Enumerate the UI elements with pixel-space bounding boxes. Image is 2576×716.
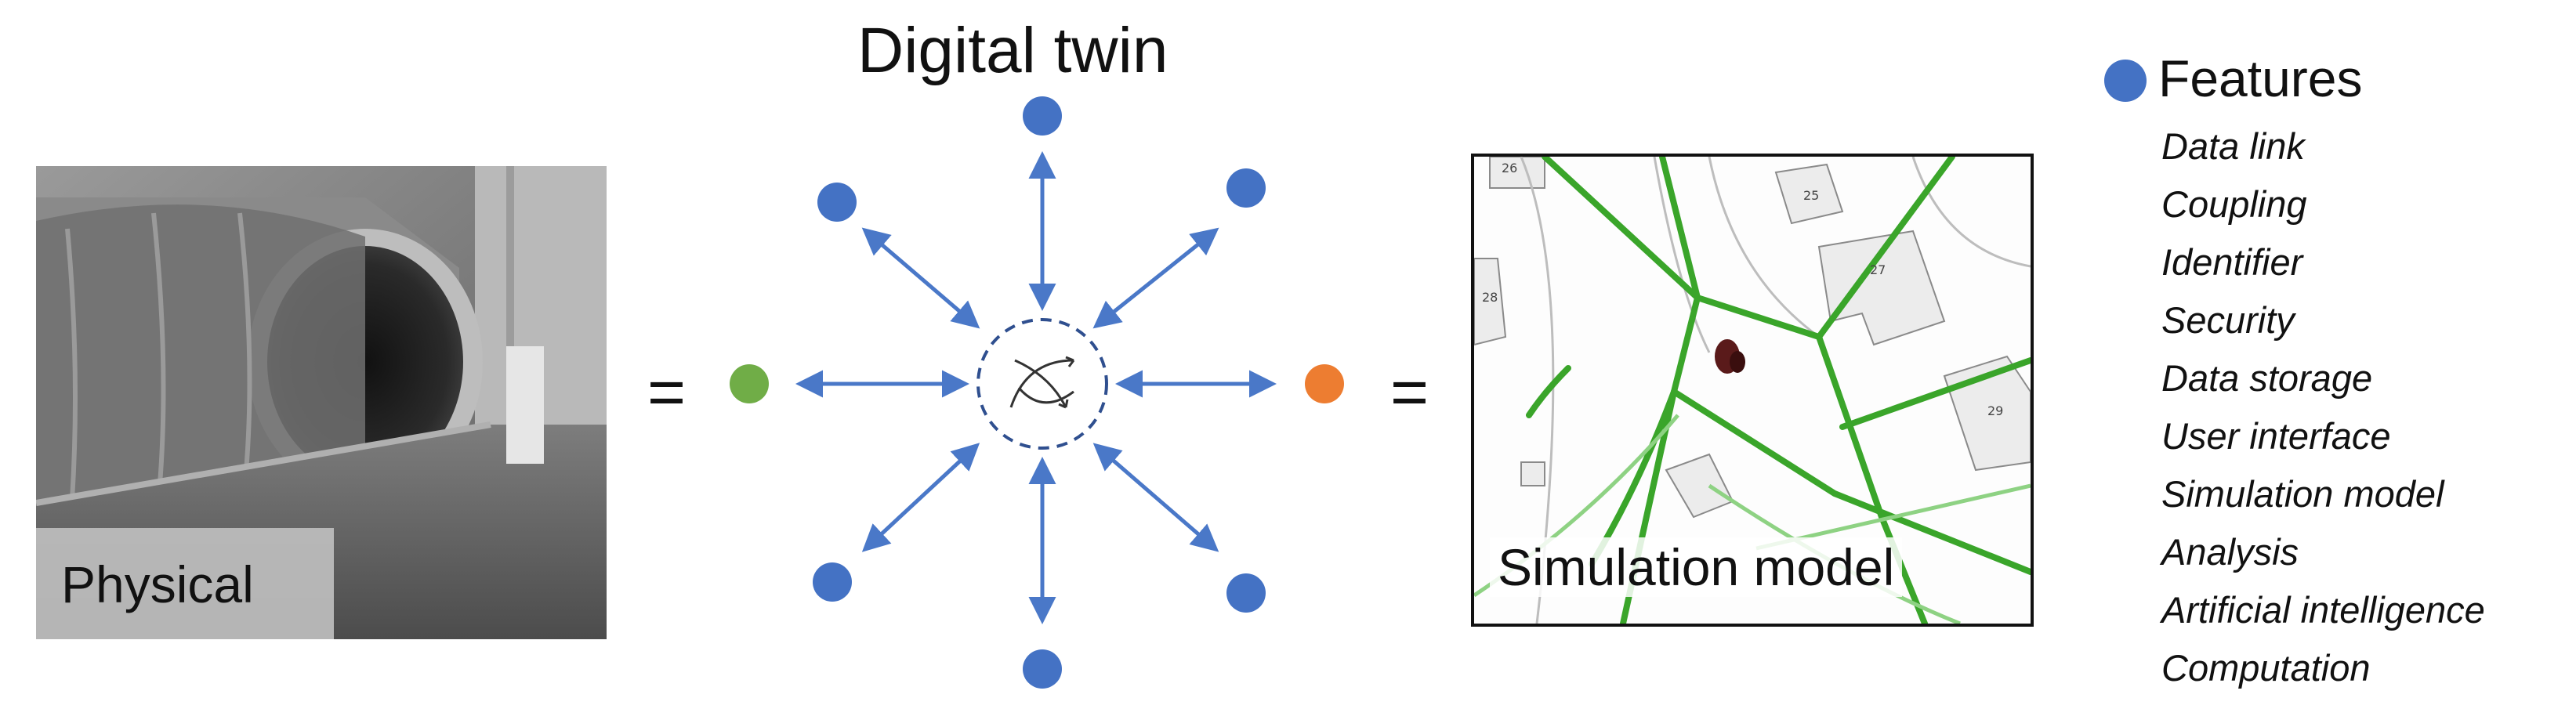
- simulation-label: Simulation model: [1490, 537, 1903, 597]
- feature-item: User interface: [2161, 415, 2391, 457]
- arrow-top-left: [861, 227, 980, 329]
- feature-item: Data storage: [2161, 357, 2373, 399]
- feature-item: Identifier: [2161, 241, 2303, 283]
- arrow-bottom-right: [1092, 443, 1219, 552]
- feature-item: Artificial intelligence: [2161, 589, 2485, 631]
- feature-node-bottom-right: [1226, 573, 1266, 613]
- feature-item: Data link: [2161, 125, 2305, 167]
- physical-node: [730, 364, 769, 403]
- twin-core-circle: [976, 318, 1108, 450]
- physical-photo: Physical: [36, 166, 607, 639]
- map-number-25: 25: [1803, 188, 1819, 203]
- feature-item: Computation: [2161, 647, 2371, 689]
- diagram-title: Digital twin: [857, 15, 1168, 86]
- map-number-26: 26: [1502, 161, 1517, 175]
- feature-node-top-left: [817, 183, 857, 222]
- feature-item: Simulation model: [2161, 473, 2444, 515]
- features-title: Features: [2158, 49, 2363, 107]
- feature-item: Coupling: [2161, 183, 2307, 225]
- simulation-map: 26 25 27 28 29 Simulation model: [1471, 154, 2034, 627]
- feature-node-bottom: [1023, 649, 1062, 689]
- physical-label: Physical: [61, 555, 254, 613]
- physical-label-box: Physical: [36, 528, 334, 639]
- feature-node-bottom-left: [813, 562, 852, 602]
- physical-tunnel-image: [36, 166, 607, 639]
- map-number-27: 27: [1870, 262, 1886, 277]
- arrow-top-right: [1092, 227, 1219, 329]
- features-legend-dot: [2104, 60, 2147, 102]
- simulation-node: [1305, 364, 1344, 403]
- equals-sign-left: =: [647, 355, 687, 429]
- arrow-bottom-left: [861, 443, 980, 552]
- features-list: Data link Coupling Identifier Security D…: [2161, 118, 2485, 697]
- twin-core-glyph: [1009, 356, 1075, 409]
- map-number-28: 28: [1482, 290, 1498, 305]
- feature-item: Security: [2161, 299, 2295, 341]
- simulation-map-drawing: 26 25 27 28 29: [1474, 157, 2031, 624]
- equals-sign-right: =: [1390, 355, 1429, 429]
- feature-item: Analysis: [2161, 531, 2299, 573]
- feature-node-top: [1023, 96, 1062, 136]
- digital-twin-hub: [730, 96, 1344, 689]
- feature-node-top-right: [1226, 168, 1266, 208]
- map-number-29: 29: [1987, 403, 2003, 418]
